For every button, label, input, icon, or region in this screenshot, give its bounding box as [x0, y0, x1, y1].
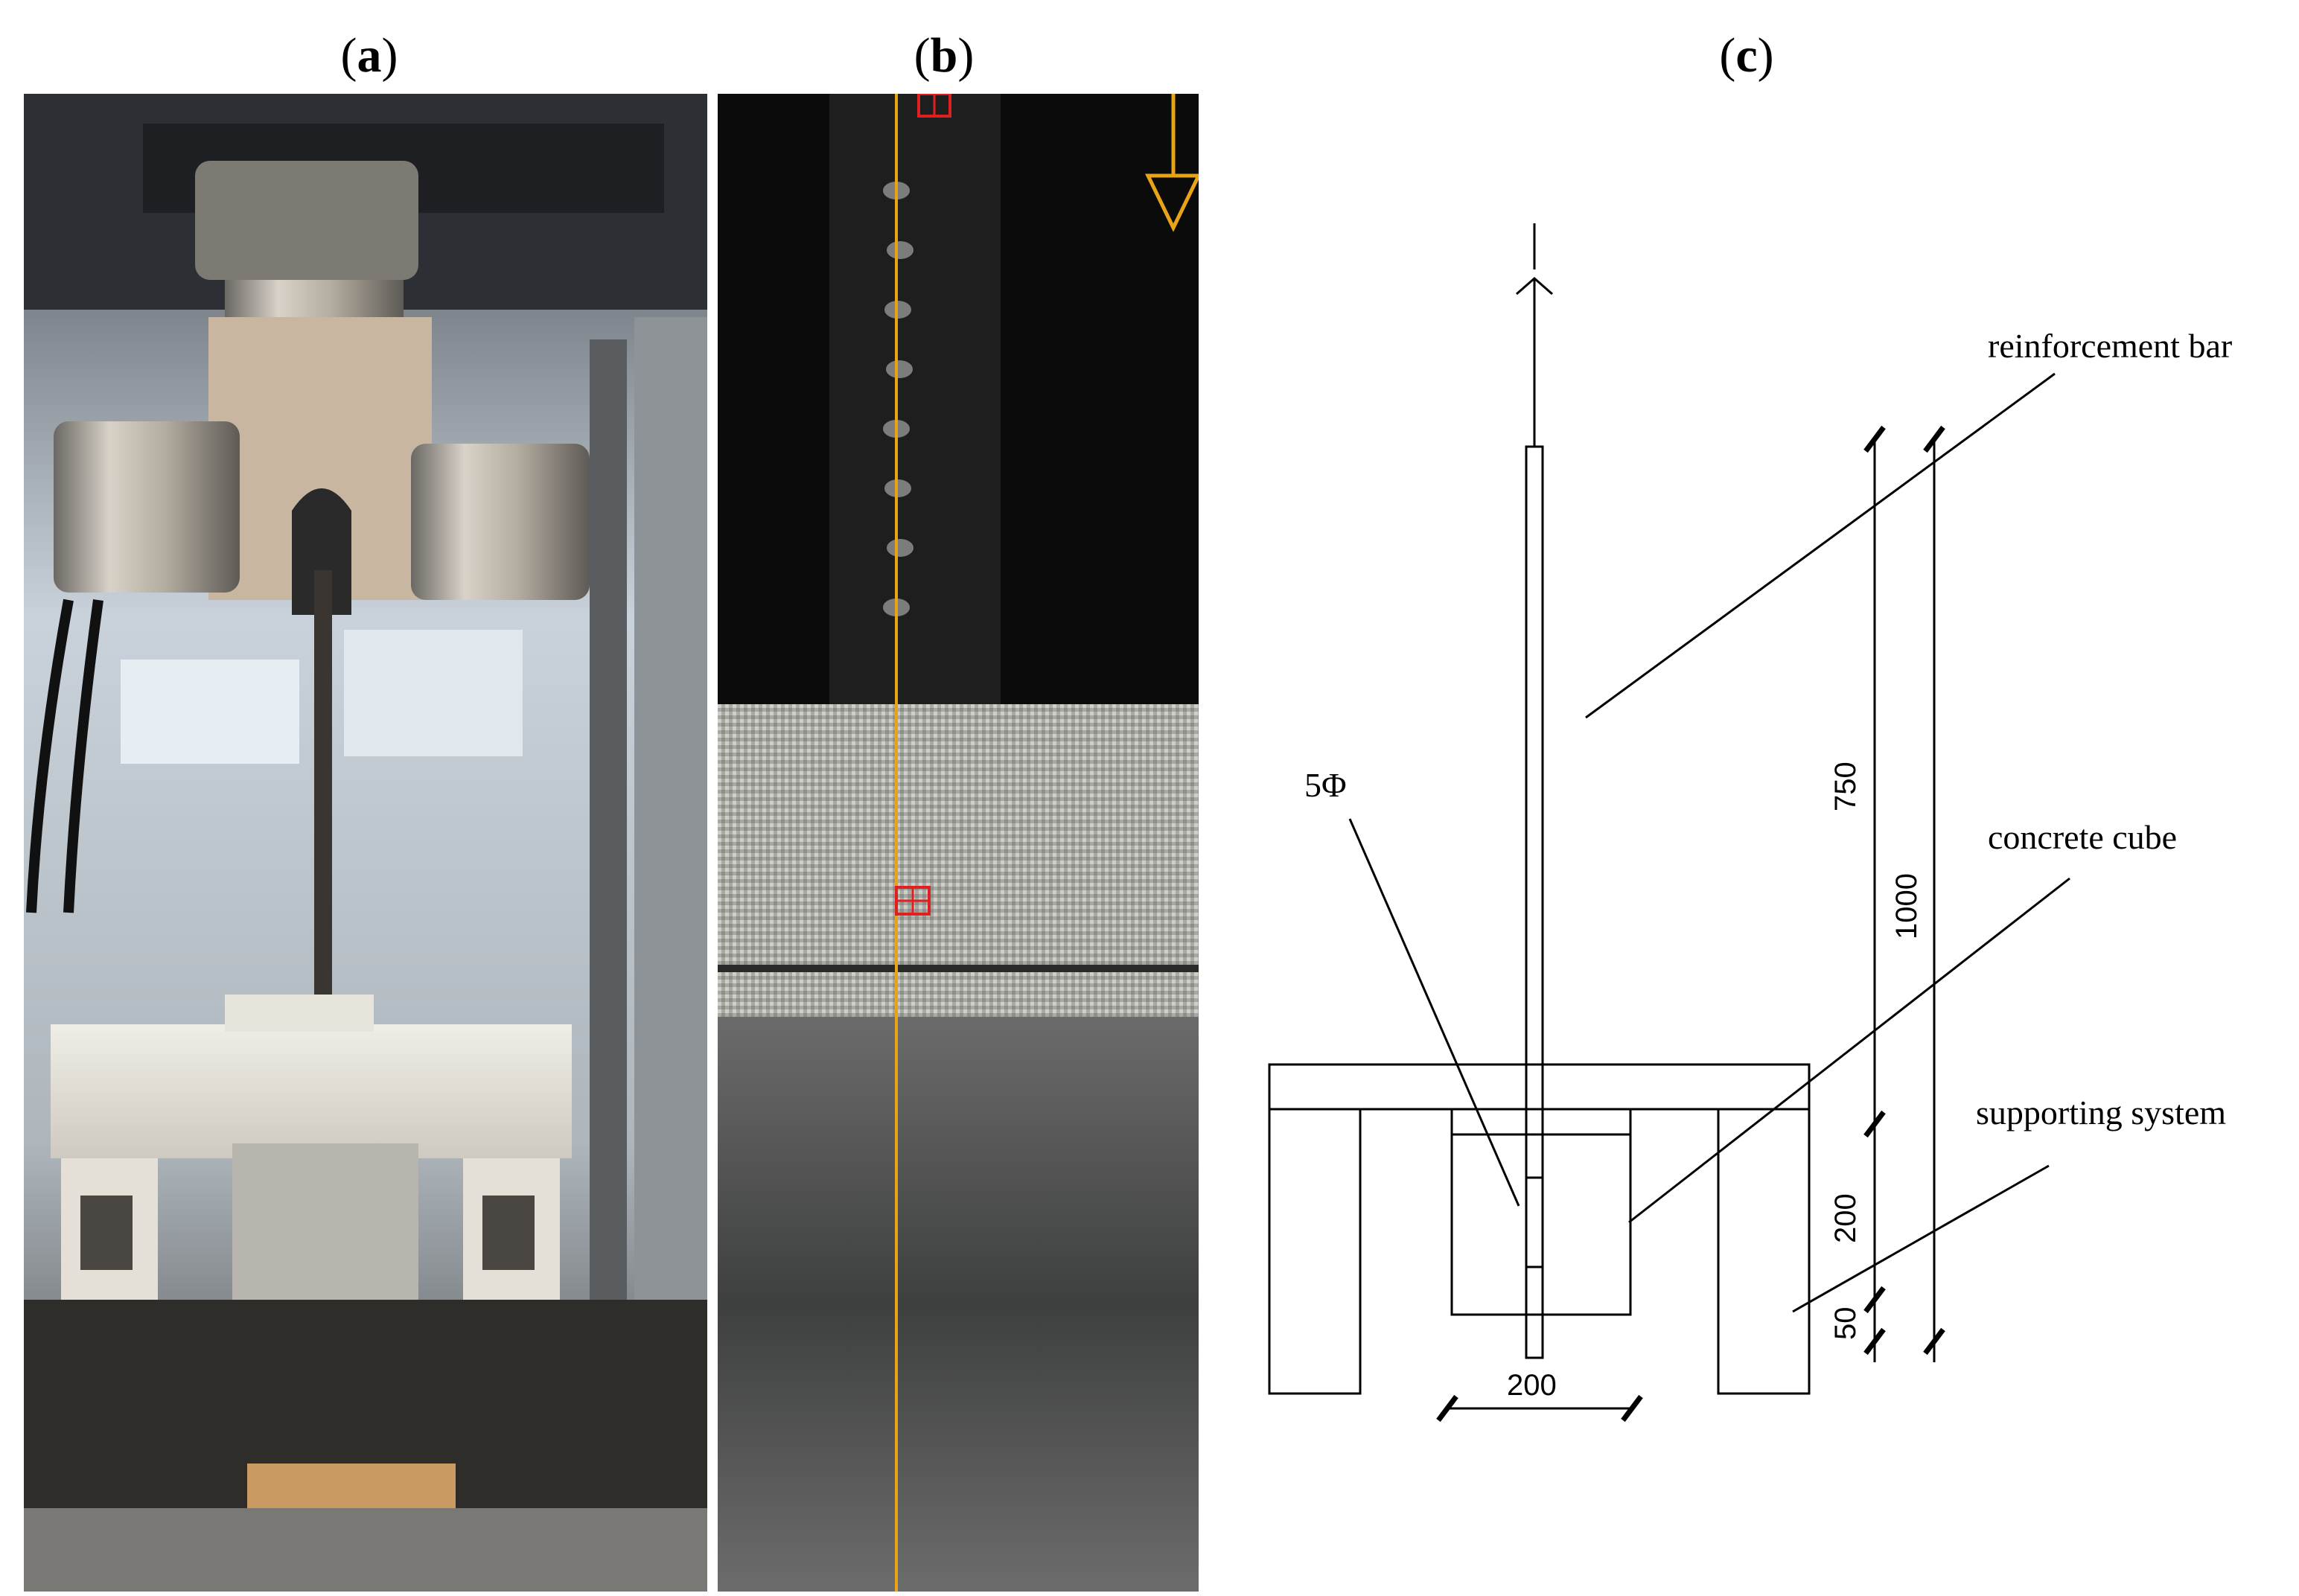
- photo-test-setup: [24, 94, 707, 1592]
- leader-supporting-system: [1792, 1164, 2050, 1313]
- label-close-paren: ): [1757, 28, 1774, 83]
- support-leg-left: [1268, 1108, 1362, 1395]
- tracking-marker-middle: [895, 886, 931, 916]
- label-letter: a: [357, 28, 382, 83]
- dimension-200-horizontal: 200: [1507, 1369, 1557, 1402]
- dimension-1000: 1000: [1890, 873, 1923, 939]
- label-close-paren: ): [957, 28, 975, 83]
- leader-bar-diameter: [1348, 818, 1520, 1207]
- concrete-cube-shape: [1450, 1108, 1632, 1316]
- label-supporting-system: supporting system: [1976, 1094, 2226, 1131]
- dimension-200-vertical: 200: [1829, 1193, 1862, 1243]
- label-reinforcement-bar: reinforcement bar: [1988, 327, 2232, 365]
- label-concrete-cube: concrete cube: [1988, 818, 2177, 856]
- tracking-marker-top: [917, 94, 951, 118]
- leader-concrete-cube: [1628, 877, 2070, 1224]
- dimension-50: 50: [1829, 1307, 1862, 1341]
- panel-label-a: (a): [295, 22, 444, 89]
- label-open-paren: (: [340, 28, 357, 83]
- rebar-ribs: [883, 182, 913, 616]
- reinforcement-bar-shape: [1525, 445, 1544, 1359]
- support-leg-right: [1717, 1108, 1811, 1395]
- dimension-750: 750: [1829, 762, 1862, 811]
- camera-view-illustration: [718, 94, 1199, 1592]
- leader-reinforcement-bar: [1585, 372, 2056, 719]
- schematic-drawing: reinforcement bar concrete cube supporti…: [1268, 223, 2232, 1423]
- down-arrow-icon: [1145, 94, 1199, 232]
- label-open-paren: (: [913, 28, 931, 83]
- label-close-paren: ): [381, 28, 398, 83]
- pullout-test-schematic: reinforcement bar concrete cube supporti…: [1221, 223, 2293, 1489]
- dimension-ticks: [1436, 425, 1945, 1423]
- label-bar-diameter: 5Φ: [1304, 766, 1347, 804]
- label-letter: b: [930, 28, 958, 83]
- panel-label-c: (c): [1672, 22, 1821, 89]
- label-letter: c: [1735, 28, 1758, 83]
- photo-camera-view: [718, 94, 1199, 1592]
- support-top-plate: [1268, 1063, 1811, 1111]
- label-open-paren: (: [1719, 28, 1736, 83]
- panel-label-b: (b): [870, 22, 1018, 89]
- test-setup-illustration: [24, 94, 707, 1592]
